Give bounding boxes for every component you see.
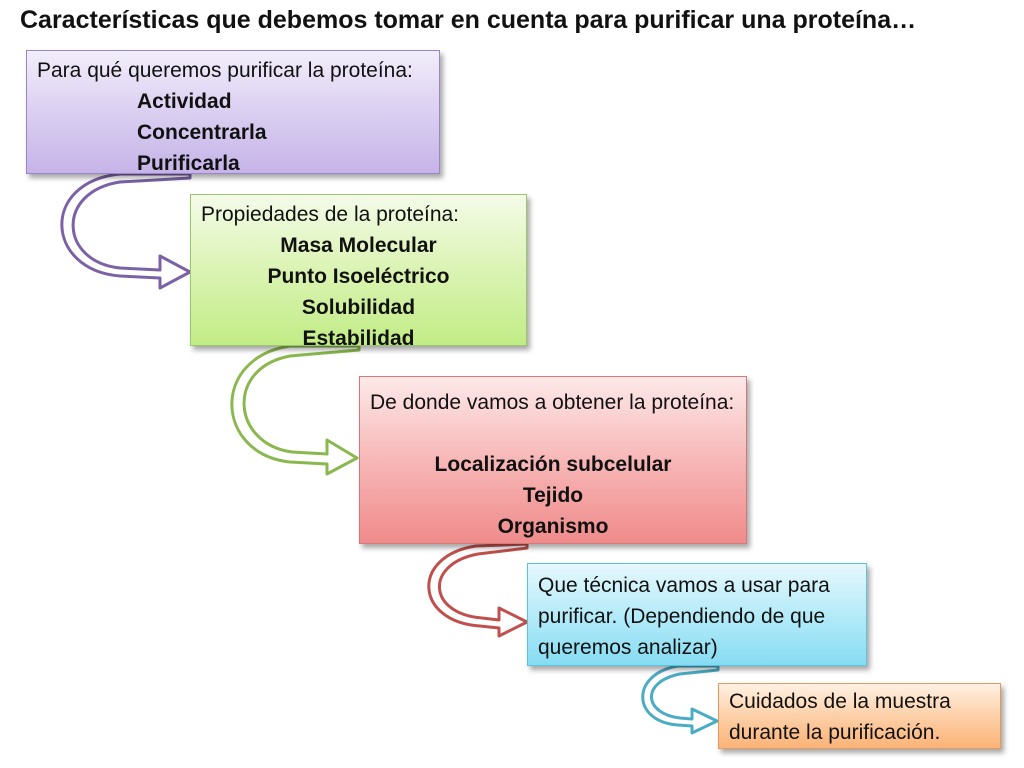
curved-arrow-red-icon (427, 542, 529, 638)
care-line: durante la purificación. (729, 721, 941, 744)
technique-line: Que técnica vamos a usar para (538, 574, 830, 597)
source-item: Tejido (522, 484, 584, 507)
source-spacer (370, 418, 736, 449)
purpose-heading: Para qué queremos purificar la proteína: (37, 59, 413, 82)
technique-box: Que técnica vamos a usar para purificar.… (527, 563, 867, 666)
technique-line: queremos analizar) (538, 636, 718, 659)
curved-arrow-green-icon (230, 344, 361, 476)
technique-line: purificar. (Dependiendo de que (538, 605, 826, 628)
curved-arrow-blue-icon (641, 664, 720, 735)
curved-arrow-purple-icon (60, 172, 192, 290)
source-item: Localización subcelular (434, 453, 672, 476)
purpose-item: Purificarla (137, 152, 240, 175)
properties-item: Punto Isoeléctrico (267, 265, 450, 288)
source-box: De donde vamos a obtener la proteína: Lo… (359, 376, 747, 544)
properties-heading: Propiedades de la proteína: (201, 203, 460, 226)
purpose-box: Para qué queremos purificar la proteína:… (26, 50, 440, 175)
purpose-item: Concentrarla (137, 121, 267, 144)
care-box: Cuidados de la muestra durante la purifi… (718, 683, 1001, 749)
purpose-item: Actividad (137, 90, 232, 113)
properties-box: Propiedades de la proteína: Masa Molecul… (190, 194, 527, 350)
properties-item: Estabilidad (302, 327, 415, 350)
properties-item: Solubilidad (301, 296, 416, 319)
care-line: Cuidados de la muestra (729, 690, 951, 713)
properties-item: Masa Molecular (280, 234, 437, 257)
page-title: Características que debemos tomar en cue… (20, 6, 917, 34)
source-heading: De donde vamos a obtener la proteína: (370, 391, 735, 414)
source-item: Organismo (497, 515, 609, 538)
